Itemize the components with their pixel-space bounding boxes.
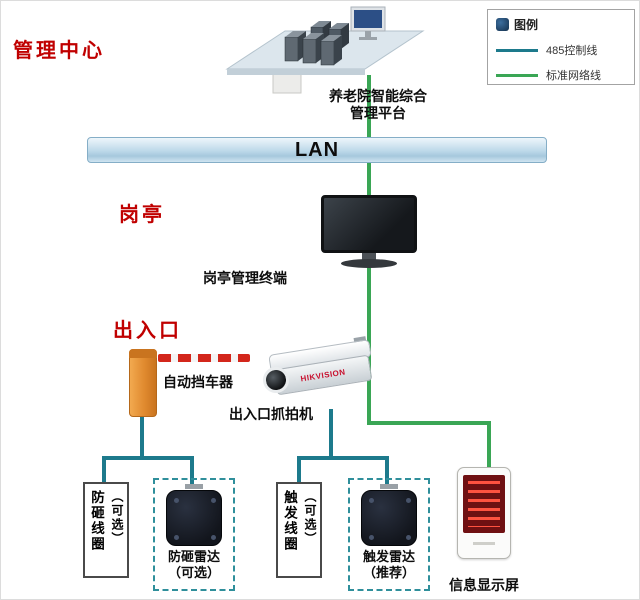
info-display-label: 信息显示屏 xyxy=(449,577,519,593)
lan-label: LAN xyxy=(294,138,340,161)
control-line-to-loop1 xyxy=(102,456,106,484)
section-label-entrance-exit: 出入口 xyxy=(113,320,182,342)
control-line-to-loop2 xyxy=(297,456,301,484)
trigger-loop-box: 触发线圈 （可选） xyxy=(276,482,322,578)
barrier-label: 自动挡车器 xyxy=(163,374,233,390)
anti-smash-loop-name: 防砸线圈 xyxy=(89,490,104,552)
terminal-label: 岗亭管理终端 xyxy=(203,270,287,286)
entrance-capture-camera: HIKVISION xyxy=(261,336,383,413)
radar-mount xyxy=(380,484,398,489)
control-line-to-radar2 xyxy=(385,456,389,484)
terminal-screen xyxy=(321,195,417,253)
network-line-lan-to-terminal xyxy=(367,163,371,197)
management-pc-icon xyxy=(350,6,386,40)
terminal-stand xyxy=(362,253,376,261)
legend-line-network-icon xyxy=(496,73,538,77)
legend-line-485-icon xyxy=(496,48,538,52)
lan-bus: LAN xyxy=(87,137,547,163)
anti-smash-loop-box: 防砸线圈 （可选） xyxy=(83,482,129,578)
anti-smash-loop-note: （可选） xyxy=(110,490,124,546)
anti-smash-radar-name: 防砸雷达 xyxy=(167,549,220,564)
network-line-to-display-vertical xyxy=(487,421,491,469)
info-display-screen xyxy=(463,475,505,533)
anti-smash-radar-frame: 防砸雷达 （可选） xyxy=(153,478,235,591)
control-line-camera-down xyxy=(329,409,333,460)
control-line-to-radar1 xyxy=(190,456,194,484)
barrier-gate-post xyxy=(129,349,157,417)
radar-screws xyxy=(174,498,179,503)
trigger-radar-name: 触发雷达 xyxy=(362,549,415,564)
radar-screws xyxy=(369,498,374,503)
network-line-platform-to-lan xyxy=(367,75,371,137)
anti-smash-radar-note: （可选） xyxy=(167,565,220,580)
legend-box: 图例 485控制线 标准网络线 xyxy=(487,9,635,85)
guard-booth-terminal xyxy=(321,195,417,269)
anti-smash-radar-device xyxy=(166,490,222,546)
info-display-slot xyxy=(473,542,495,545)
anti-smash-radar-label: 防砸雷达 （可选） xyxy=(155,549,233,581)
radar-mount xyxy=(185,484,203,489)
trigger-radar-frame: 触发雷达 （推荐） xyxy=(348,478,430,591)
platform-label: 养老院智能综合 管理平台 xyxy=(298,88,458,122)
legend-item-485: 485控制线 xyxy=(496,42,626,58)
trigger-radar-device xyxy=(361,490,417,546)
trigger-loop-note: （可选） xyxy=(303,490,317,546)
barrier-gate-arm xyxy=(158,354,250,362)
legend-item-network: 标准网络线 xyxy=(496,67,626,83)
camera-label: 出入口抓拍机 xyxy=(229,406,313,422)
legend-title: 图例 xyxy=(514,18,539,32)
platform-label-line1: 养老院智能综合 xyxy=(329,88,427,104)
section-label-management-center: 管理中心 xyxy=(13,40,105,62)
control-line-left-branch xyxy=(102,456,194,460)
network-line-to-display-horizontal xyxy=(367,421,491,425)
terminal-base xyxy=(341,259,397,268)
legend-icon xyxy=(496,18,509,31)
camera-brand-text: HIKVISION xyxy=(299,367,347,383)
legend-label-485: 485控制线 xyxy=(546,45,598,57)
server-cluster-illustration xyxy=(223,3,427,97)
control-line-right-branch xyxy=(297,456,389,460)
section-label-guard-booth: 岗亭 xyxy=(119,204,165,226)
info-display-device xyxy=(457,467,511,559)
legend-label-network: 标准网络线 xyxy=(546,70,601,82)
trigger-radar-label: 触发雷达 （推荐） xyxy=(350,549,428,581)
control-line-barrier-down xyxy=(140,416,144,460)
trigger-loop-name: 触发线圈 xyxy=(282,490,297,552)
platform-label-line2: 管理平台 xyxy=(350,105,406,121)
server-cluster-svg xyxy=(225,6,425,94)
legend-title-row: 图例 xyxy=(496,16,626,33)
trigger-radar-note: （推荐） xyxy=(362,565,415,580)
